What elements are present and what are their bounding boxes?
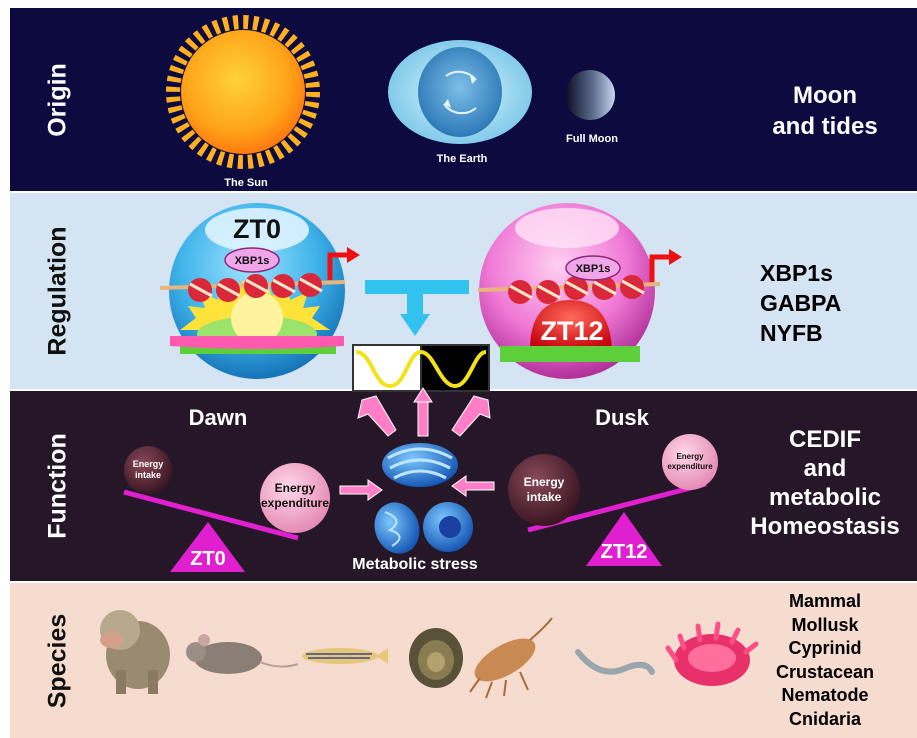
amphipod-image xyxy=(468,618,552,698)
golgi-organelle xyxy=(382,443,458,487)
sun-illustration xyxy=(173,22,313,162)
sun-caption: The Sun xyxy=(224,177,268,189)
dawn-energy-intake-line1: Energy xyxy=(133,459,164,469)
dawn-energy-expenditure-line1: Energy xyxy=(275,481,316,495)
earth-illustration xyxy=(388,40,532,144)
upward-arrows xyxy=(358,388,490,436)
cnidaria-image xyxy=(668,624,756,686)
baboon-image xyxy=(100,610,170,694)
zebrafish-image xyxy=(302,648,388,664)
dawn-label: Dawn xyxy=(189,405,248,430)
limpet-image xyxy=(409,628,463,688)
xbp1s-left-label: XBP1s xyxy=(235,255,270,267)
mouse-image xyxy=(186,634,298,674)
dusk-label: Dusk xyxy=(595,405,650,430)
nucleus-organelle xyxy=(423,502,473,552)
zt12-label: ZT12 xyxy=(540,316,603,346)
full-moon-illustration xyxy=(565,70,615,120)
dusk-energy-intake-line2: intake xyxy=(527,490,562,504)
dusk-energy-expenditure-line1: Energy xyxy=(676,452,704,461)
convergence-arrow xyxy=(365,280,469,336)
earth-caption: The Earth xyxy=(437,153,488,165)
dusk-energy-intake-line1: Energy xyxy=(524,475,565,489)
dusk-seesaw-zt12: ZT12 xyxy=(601,541,648,563)
zt0-label: ZT0 xyxy=(233,214,281,244)
dusk-energy-expenditure-line2: expenditure xyxy=(667,462,713,471)
full-moon-caption: Full Moon xyxy=(566,133,618,145)
xbp1s-right-label: XBP1s xyxy=(576,263,611,275)
mitochondrion-organelle xyxy=(367,496,426,560)
circadian-wave-box xyxy=(353,345,489,391)
metabolic-stress-label: Metabolic stress xyxy=(352,556,477,573)
dawn-energy-intake-line2: intake xyxy=(135,470,161,480)
dawn-energy-expenditure-line2: expenditure xyxy=(261,496,329,510)
dawn-seesaw-zt0: ZT0 xyxy=(190,548,226,570)
nematode-image xyxy=(578,652,652,672)
